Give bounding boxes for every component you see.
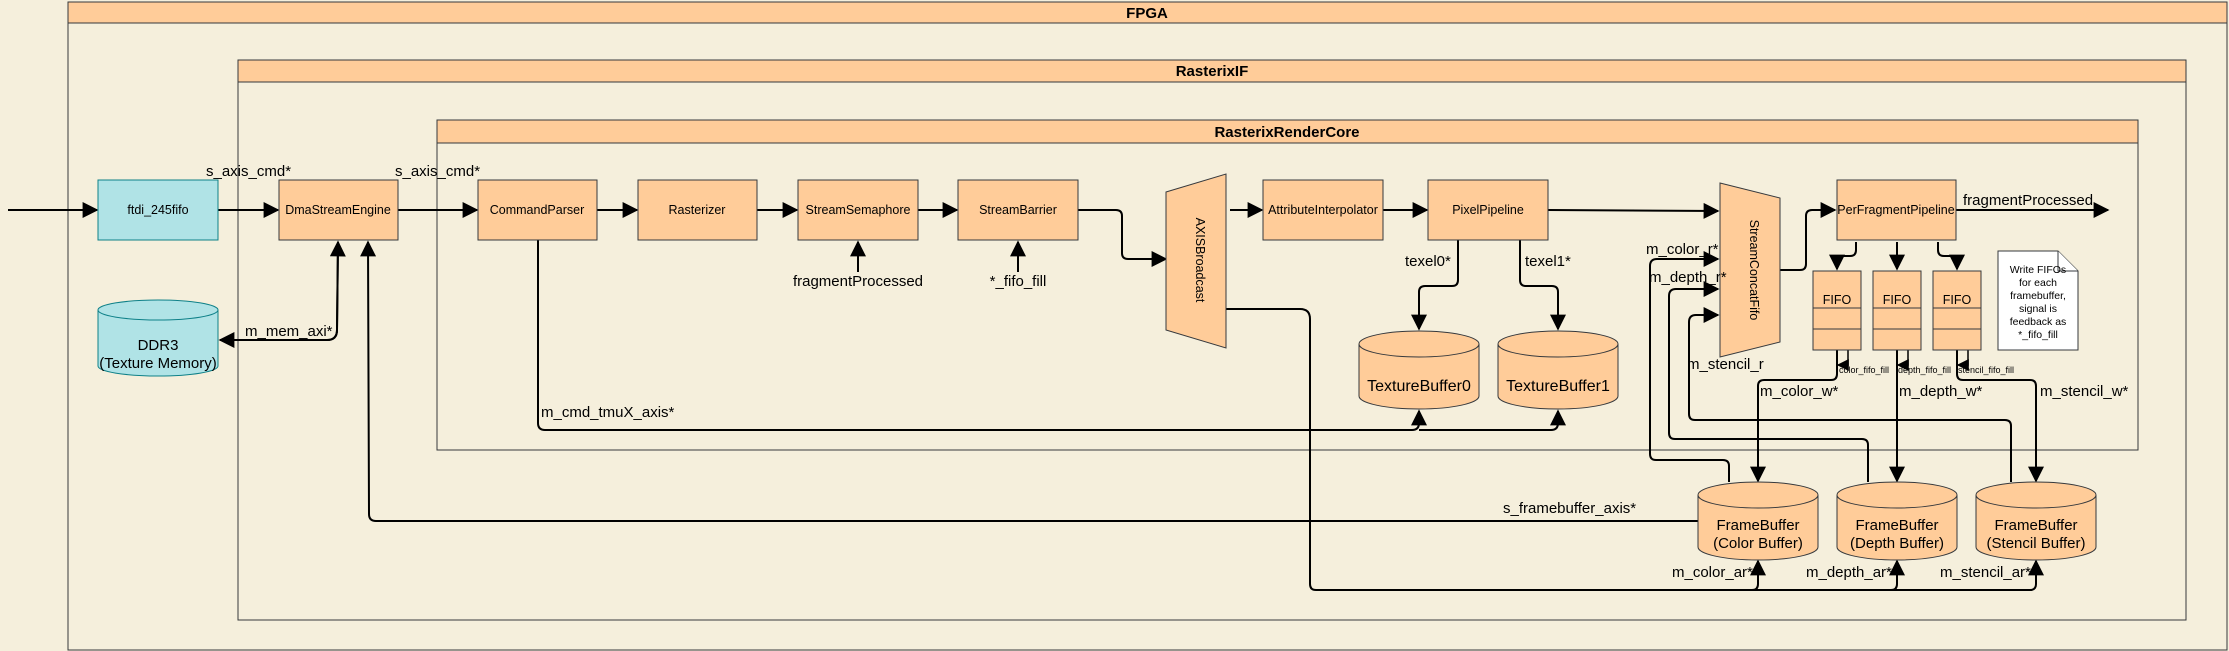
signal-texel0: texel0* [1405, 253, 1451, 270]
stream-semaphore-block: StreamSemaphore [797, 179, 919, 241]
stream-concat-fifo-label: StreamConcatFifo [1747, 220, 1761, 321]
framebuffer-color-cylinder: FrameBuffer (Color Buffer) [1697, 481, 1819, 561]
fb-depth-label-1: FrameBuffer [1855, 517, 1938, 534]
stream-barrier-label: StreamBarrier [979, 203, 1057, 217]
signal-m-depth-w: m_depth_w* [1899, 383, 1983, 400]
fb-stencil-label-2: (Stencil Buffer) [1987, 535, 2086, 552]
rasterizer-label: Rasterizer [669, 203, 726, 217]
signal-fifo-fill-in: *_fifo_fill [990, 273, 1047, 290]
texture-buffer1-cylinder: TextureBuffer1 [1497, 330, 1619, 410]
texture-buffer0-label: TextureBuffer0 [1367, 378, 1471, 395]
fb-stencil-label-1: FrameBuffer [1994, 517, 2077, 534]
texture-buffer1-label: TextureBuffer1 [1506, 378, 1610, 395]
fifo-stencil-block: FIFO [1932, 270, 1982, 351]
signal-m-color-w: m_color_w* [1760, 383, 1839, 400]
ftdi-block: ftdi_245fifo [97, 179, 219, 241]
signal-m-color-r: m_color_r* [1646, 241, 1719, 258]
signal-texel1: texel1* [1525, 253, 1571, 270]
per-fragment-pipeline-block: PerFragmentPipeline [1836, 179, 1957, 241]
note-line-1: Write FIFOs [2010, 264, 2066, 276]
fb-color-label-1: FrameBuffer [1716, 517, 1799, 534]
fifo-note: Write FIFOs for each framebuffer, signal… [1997, 250, 2079, 351]
signal-m-stencil-ar: m_stencil_ar* [1940, 564, 2031, 581]
ddr3-label-2: (Texture Memory) [99, 355, 217, 372]
note-line-6: *_fifo_fill [2018, 329, 2058, 341]
signal-stencil-fifo-fill: stencil_fifo_fill [1958, 365, 2014, 375]
fifo-color-block: FIFO [1812, 270, 1862, 351]
fifo-stencil-label: FIFO [1943, 293, 1972, 307]
texture-buffer0-cylinder: TextureBuffer0 [1358, 330, 1480, 410]
fb-color-label-2: (Color Buffer) [1713, 535, 1803, 552]
stream-semaphore-label: StreamSemaphore [806, 203, 911, 217]
dma-label: DmaStreamEngine [285, 203, 391, 217]
stream-barrier-block: StreamBarrier [957, 179, 1079, 241]
signal-m-mem-axi: m_mem_axi* [245, 323, 333, 340]
dma-stream-engine-block: DmaStreamEngine [278, 179, 399, 241]
signal-labels: s_axis_cmd* s_axis_cmd* m_mem_axi* fragm… [206, 163, 2129, 581]
stream-concat-fifo-block: StreamConcatFifo [1719, 182, 1781, 358]
ftdi-label: ftdi_245fifo [127, 203, 188, 217]
fpga-title: FPGA [1126, 5, 1168, 22]
signal-m-color-ar: m_color_ar* [1672, 564, 1753, 581]
pixel-pipeline-block: PixelPipeline [1427, 179, 1549, 241]
rasterizer-block: Rasterizer [637, 179, 758, 241]
framebuffer-depth-cylinder: FrameBuffer (Depth Buffer) [1836, 481, 1958, 561]
rasterix-if-title: RasterixIF [1176, 63, 1249, 80]
signal-m-stencil-w: m_stencil_w* [2040, 383, 2129, 400]
render-core-title: RasterixRenderCore [1214, 124, 1359, 141]
signal-s-framebuffer: s_framebuffer_axis* [1503, 500, 1636, 517]
signal-m-stencil-r: m_stencil_r [1687, 356, 1764, 373]
command-parser-block: CommandParser [477, 179, 598, 241]
fb-depth-label-2: (Depth Buffer) [1850, 535, 1944, 552]
fifo-color-label: FIFO [1823, 293, 1852, 307]
attribute-interpolator-block: AttributeInterpolator [1262, 179, 1384, 241]
signal-m-depth-r: m_depth_r* [1649, 269, 1727, 286]
note-line-5: feedback as [2010, 316, 2067, 328]
fifo-depth-block: FIFO [1872, 270, 1922, 351]
signal-fragment-processed-out: fragmentProcessed [1963, 192, 2093, 209]
signal-m-depth-ar: m_depth_ar* [1806, 564, 1892, 581]
command-parser-label: CommandParser [490, 203, 584, 217]
signal-fragment-processed-in: fragmentProcessed [793, 273, 923, 290]
note-line-4: signal is [2019, 303, 2057, 315]
signal-m-cmd-tmux: m_cmd_tmuX_axis* [541, 404, 675, 421]
signal-color-fifo-fill: color_fifo_fill [1839, 365, 1889, 375]
axis-broadcast-block: AXISBroadcast [1165, 173, 1227, 349]
pixel-pipeline-label: PixelPipeline [1452, 203, 1524, 217]
fifo-depth-label: FIFO [1883, 293, 1912, 307]
note-line-3: framebuffer, [2010, 290, 2066, 302]
attribute-interpolator-label: AttributeInterpolator [1268, 203, 1378, 217]
signal-s-axis-cmd-2: s_axis_cmd* [395, 163, 480, 180]
axis-broadcast-label: AXISBroadcast [1193, 218, 1207, 303]
ddr3-label-1: DDR3 [138, 337, 179, 354]
per-fragment-pipeline-label: PerFragmentPipeline [1837, 203, 1954, 217]
wires [8, 202, 2110, 591]
framebuffer-stencil-cylinder: FrameBuffer (Stencil Buffer) [1975, 481, 2097, 561]
signal-s-axis-cmd-1: s_axis_cmd* [206, 163, 291, 180]
signal-depth-fifo-fill: depth_fifo_fill [1898, 365, 1951, 375]
note-line-2: for each [2019, 277, 2057, 289]
ddr3-cylinder: DDR3 (Texture Memory) [97, 299, 219, 377]
